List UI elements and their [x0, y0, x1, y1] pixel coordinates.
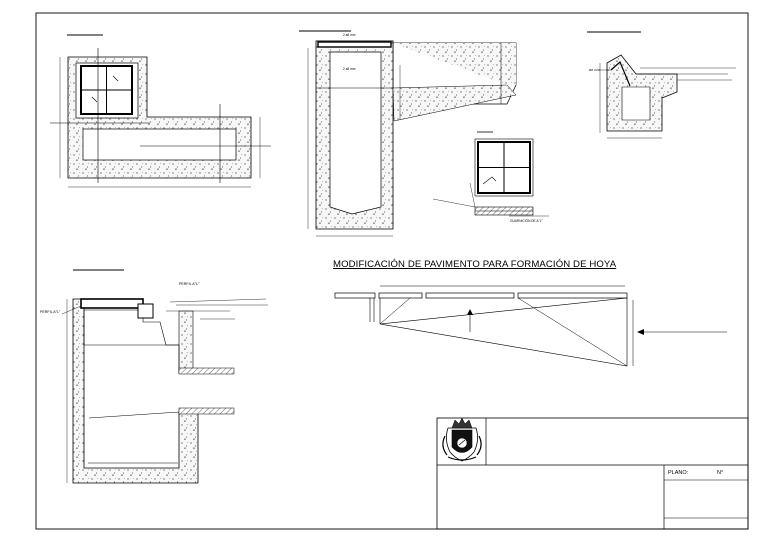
grate-detail — [432, 131, 549, 217]
cross-section — [61, 269, 268, 484]
drawing-main-title: MODIFICACIÓN DE PAVIMENTO PARA FORMACIÓN… — [333, 259, 617, 270]
profile-annotation-top: PERFIL A°L° — [179, 282, 200, 286]
rebar-annotation: Ø8 c/20 — [589, 68, 600, 72]
dimension-annotation-1: 2 a8 mm — [343, 33, 356, 37]
municipal-crest-logo — [442, 417, 482, 462]
plan-view-detail — [50, 34, 271, 188]
plano-label: PLANO: — [668, 470, 689, 476]
dimension-annotation-2: 2 a8 mm — [343, 67, 356, 71]
drawing-number-label: N° — [717, 470, 724, 476]
longitudinal-section — [299, 30, 517, 237]
guarnicion-annotation: GUARNICIÓN DE A°L° — [510, 219, 543, 223]
title-block — [436, 417, 749, 530]
sheet-border — [35, 12, 749, 530]
curb-section-detail — [587, 31, 736, 139]
pavement-modification-diagram — [334, 285, 727, 367]
profile-annotation-left: PERFIL A°L° — [40, 310, 61, 314]
